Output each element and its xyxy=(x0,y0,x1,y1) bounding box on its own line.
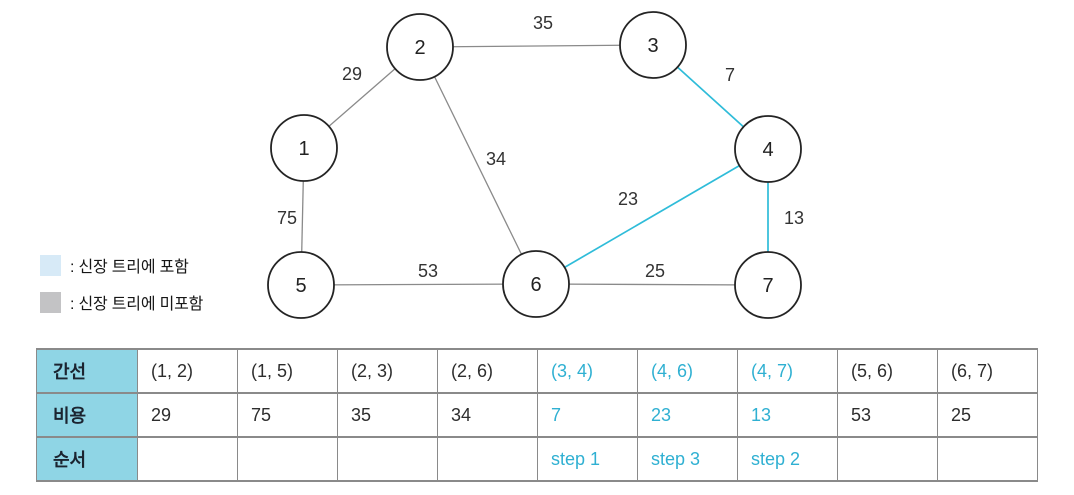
node-label-5: 5 xyxy=(295,275,306,297)
cell-cost-2: 35 xyxy=(337,392,438,438)
row-header-cost: 비용 xyxy=(36,392,138,438)
cell-edge-1: (1, 5) xyxy=(237,348,338,394)
edge-weight-label-4-7: 13 xyxy=(784,208,804,228)
row-header-edge: 간선 xyxy=(36,348,138,394)
edge-weight-label-1-2: 29 xyxy=(342,64,362,84)
cell-order-6: step 2 xyxy=(737,436,838,482)
edge-weight-label-2-6: 34 xyxy=(486,149,506,169)
cell-edge-6: (4, 7) xyxy=(737,348,838,394)
cell-order-3 xyxy=(437,436,538,482)
legend-label: : 신장 트리에 포함 xyxy=(70,259,189,276)
cell-order-0 xyxy=(137,436,238,482)
node-label-1: 1 xyxy=(298,138,309,160)
cell-order-2 xyxy=(337,436,438,482)
cell-edge-4: (3, 4) xyxy=(537,348,638,394)
cell-order-7 xyxy=(837,436,938,482)
cell-cost-6: 13 xyxy=(737,392,838,438)
cell-edge-8: (6, 7) xyxy=(937,348,1038,394)
graph-node-5 xyxy=(267,251,335,319)
cell-cost-1: 75 xyxy=(237,392,338,438)
table-row-edge: 간선(1, 2)(1, 5)(2, 3)(2, 6)(3, 4)(4, 6)(4… xyxy=(36,348,1038,394)
edge-weight-label-4-6: 23 xyxy=(618,189,638,209)
cell-edge-3: (2, 6) xyxy=(437,348,538,394)
graph-node-7 xyxy=(734,251,802,319)
cell-edge-0: (1, 2) xyxy=(137,348,238,394)
graph-edge-4-6 xyxy=(535,148,769,285)
legend-item-included: : 신장 트리에 포함 xyxy=(40,253,203,277)
cell-cost-3: 34 xyxy=(437,392,538,438)
edge-weight-label-3-4: 7 xyxy=(725,65,735,85)
edge-weight-label-1-5: 75 xyxy=(277,208,297,228)
mst-table: 간선(1, 2)(1, 5)(2, 3)(2, 6)(3, 4)(4, 6)(4… xyxy=(36,348,1038,482)
cell-cost-5: 23 xyxy=(637,392,738,438)
node-label-2: 2 xyxy=(414,37,425,59)
edge-weight-label-2-3: 35 xyxy=(533,13,553,33)
graph-node-6 xyxy=(502,250,570,318)
cell-cost-7: 53 xyxy=(837,392,938,438)
graph-node-3 xyxy=(619,11,687,79)
included-swatch-icon xyxy=(40,254,61,276)
cell-edge-2: (2, 3) xyxy=(337,348,438,394)
excluded-swatch-icon xyxy=(40,291,61,313)
edge-weight-label-5-6: 53 xyxy=(418,261,438,281)
graph-edge-2-3 xyxy=(419,44,654,48)
legend-label: : 신장 트리에 미포함 xyxy=(70,296,204,313)
graph-edge-2-6 xyxy=(419,46,537,285)
cell-order-1 xyxy=(237,436,338,482)
node-label-6: 6 xyxy=(530,274,541,296)
legend: : 신장 트리에 포함 : 신장 트리에 미포함 xyxy=(40,253,203,314)
graph-node-1 xyxy=(270,114,338,182)
edge-weight-label-6-7: 25 xyxy=(645,261,665,281)
cell-edge-7: (5, 6) xyxy=(837,348,938,394)
cell-cost-8: 25 xyxy=(937,392,1038,438)
cell-cost-0: 29 xyxy=(137,392,238,438)
cell-order-5: step 3 xyxy=(637,436,738,482)
cell-cost-4: 7 xyxy=(537,392,638,438)
cell-order-4: step 1 xyxy=(537,436,638,482)
cell-order-8 xyxy=(937,436,1038,482)
cell-edge-5: (4, 6) xyxy=(637,348,738,394)
graph-edge-5-6 xyxy=(300,283,537,286)
node-label-4: 4 xyxy=(762,139,773,161)
node-label-3: 3 xyxy=(647,35,658,57)
legend-item-excluded: : 신장 트리에 미포함 xyxy=(40,290,203,314)
graph-node-2 xyxy=(386,13,454,81)
row-header-order: 순서 xyxy=(36,436,138,482)
graph-node-4 xyxy=(734,115,802,183)
graph-edge-6-7 xyxy=(535,283,769,286)
node-label-7: 7 xyxy=(762,275,773,297)
mst-table-body: 간선(1, 2)(1, 5)(2, 3)(2, 6)(3, 4)(4, 6)(4… xyxy=(36,348,1038,482)
